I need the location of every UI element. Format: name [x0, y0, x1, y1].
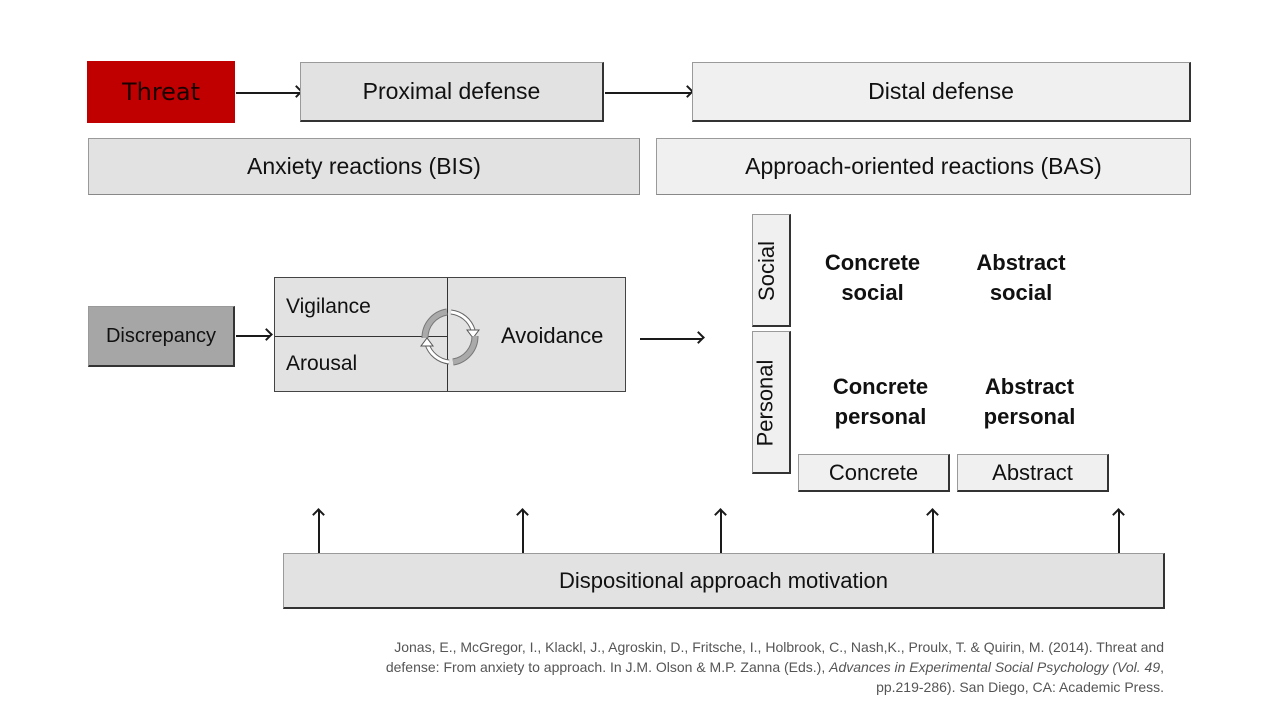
bis-process-box: Vigilance Arousal Avoidance — [274, 277, 626, 392]
cycle-arrows-icon — [420, 308, 480, 366]
vigilance-label: Vigilance — [286, 295, 371, 318]
row-label-personal-box — [752, 331, 791, 474]
cell-line: social — [841, 280, 904, 305]
process-vertical-divider — [447, 278, 448, 391]
bis-box: Anxiety reactions (BIS) — [88, 138, 640, 195]
proximal-defense-label: Proximal defense — [362, 78, 541, 104]
avoidance-label: Avoidance — [501, 323, 604, 348]
cell-line: Concrete — [824, 250, 921, 275]
col-label-abstract: Abstract — [992, 459, 1073, 485]
col-label-concrete-box: Concrete — [798, 454, 950, 492]
col-label-concrete: Concrete — [828, 459, 919, 485]
up-arrow-4 — [932, 510, 934, 554]
bis-label: Anxiety reactions (BIS) — [247, 153, 481, 179]
dispositional-motivation-label: Dispositional approach motivation — [559, 567, 888, 593]
col-label-abstract-box: Abstract — [957, 454, 1109, 492]
citation-journal: Advances in Experimental Social Psycholo… — [829, 659, 1161, 675]
up-arrow-2 — [522, 510, 524, 554]
bas-label: Approach-oriented reactions (BAS) — [745, 153, 1102, 179]
up-arrow-5 — [1118, 510, 1120, 554]
threat-label: Threat — [121, 78, 201, 106]
row-label-social-box — [752, 214, 791, 327]
discrepancy-box: Discrepancy — [88, 306, 235, 367]
row-label-personal: Personal — [752, 359, 778, 447]
process-horizontal-divider — [275, 336, 448, 337]
citation: Jonas, E., McGregor, I., Klackl, J., Agr… — [364, 637, 1164, 697]
citation-pages: , pp.219-286). San Diego, CA: Academic P… — [876, 659, 1164, 695]
proximal-defense-box: Proximal defense — [300, 62, 604, 122]
bas-box: Approach-oriented reactions (BAS) — [656, 138, 1191, 195]
cell-line: personal — [983, 404, 1076, 429]
threat-box: Threat — [87, 61, 235, 123]
cell-line: social — [989, 280, 1053, 305]
dispositional-motivation-box: Dispositional approach motivation — [283, 553, 1165, 609]
arrow-threat-to-proximal — [236, 92, 300, 94]
arrow-proximal-to-distal — [605, 92, 691, 94]
cell-concrete-social: Concrete social — [800, 248, 945, 308]
citation-text: Jonas, E., McGregor, I., Klackl, J., Agr… — [385, 639, 1164, 675]
cell-line: Concrete — [832, 374, 929, 399]
distal-defense-label: Distal defense — [868, 78, 1014, 104]
discrepancy-label: Discrepancy — [105, 324, 217, 347]
arrow-to-bas-grid — [640, 338, 702, 340]
cell-abstract-personal: Abstract personal — [957, 372, 1102, 432]
arrow-discrepancy-to-process — [236, 335, 270, 337]
cell-abstract-social: Abstract social — [950, 248, 1092, 308]
arousal-label: Arousal — [286, 352, 358, 375]
cell-concrete-personal: Concrete personal — [808, 372, 953, 432]
up-arrow-1 — [318, 510, 320, 554]
row-label-social: Social — [753, 241, 779, 301]
up-arrow-3 — [720, 510, 722, 554]
distal-defense-box: Distal defense — [692, 62, 1191, 122]
cell-line: personal — [834, 404, 927, 429]
cell-line: Abstract — [976, 250, 1066, 275]
cell-line: Abstract — [984, 374, 1075, 399]
